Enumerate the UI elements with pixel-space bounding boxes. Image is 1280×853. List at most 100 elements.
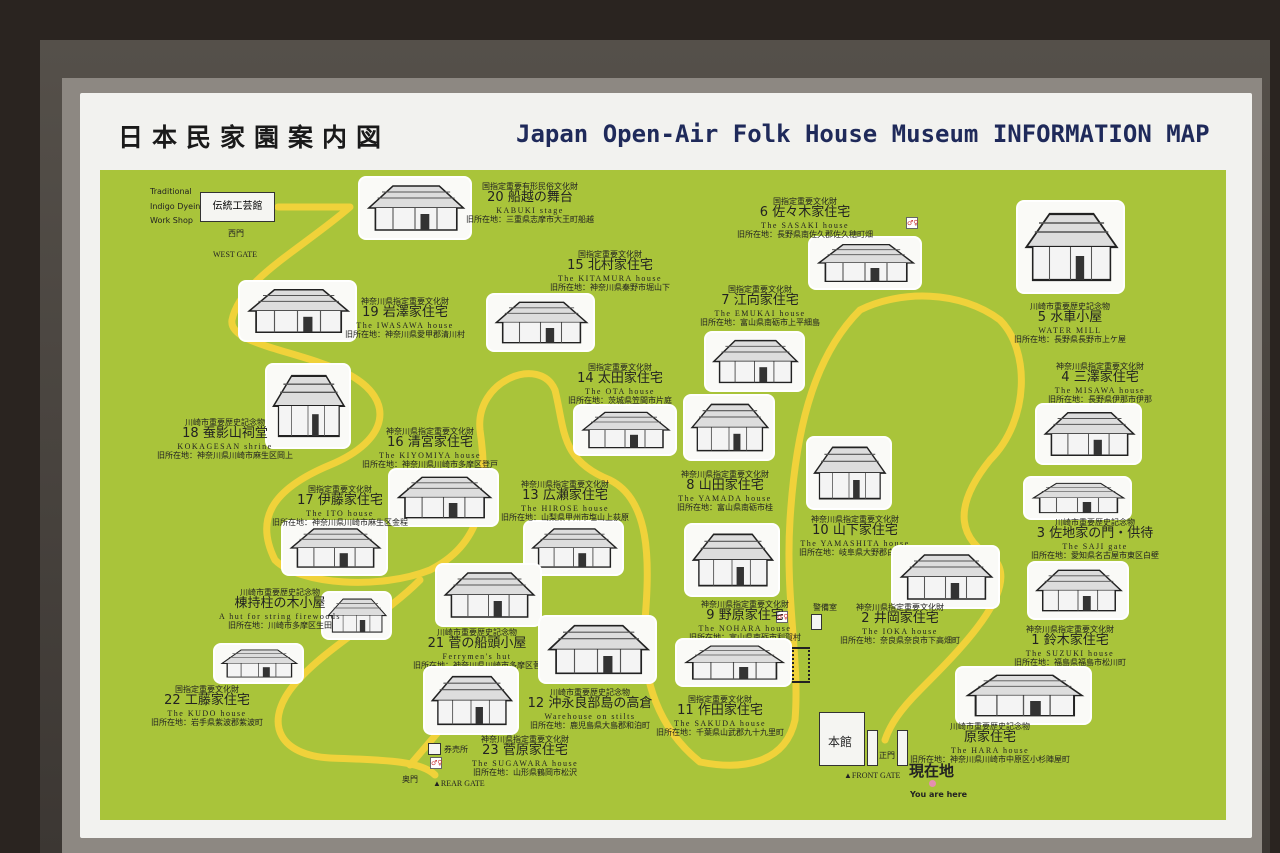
- location-english: The SAKUDA house: [674, 719, 766, 729]
- location-english: The SASAKI house: [761, 221, 849, 231]
- location-origin: 旧所在地：三重県志摩市大王町船越: [466, 215, 594, 225]
- location-designation: 神奈川県指定重要文化財: [386, 427, 474, 436]
- front-gate-en[interactable]: ▲FRONT GATE: [844, 771, 901, 780]
- location-english: The NOHARA house: [698, 624, 792, 634]
- location-english: The SUGAWARA house: [471, 759, 579, 769]
- location-english: The SAJI gate: [1062, 542, 1128, 552]
- location-english: The HARA house: [950, 746, 1030, 756]
- building-illustration-1[interactable]: [1029, 563, 1127, 618]
- building-illustration-23[interactable]: [425, 668, 517, 733]
- location-name: 7 江向家住宅: [721, 293, 799, 309]
- west-gate-en[interactable]: WEST GATE: [213, 250, 258, 259]
- building-illustration-5[interactable]: [1018, 202, 1123, 292]
- title-japanese: 日本民家園案内図: [118, 123, 391, 152]
- location-designation: 国指定重要文化財: [773, 197, 837, 206]
- location-name: 6 佐々木家住宅: [759, 205, 851, 221]
- location-designation: 神奈川県指定重要文化財: [521, 480, 609, 489]
- main-hall-building[interactable]: [819, 712, 865, 766]
- you-are-here-en: You are here: [910, 790, 968, 799]
- location-origin: 旧所在地：岐阜県大野郡白川村: [799, 548, 911, 558]
- building-illustration-12[interactable]: [540, 617, 655, 682]
- building-illustration-9[interactable]: [686, 525, 778, 595]
- location-origin: 旧所在地：鹿児島県大島郡和泊町: [530, 721, 650, 731]
- building-illustration-11[interactable]: [677, 640, 790, 685]
- location-english: The HIROSE house: [521, 504, 609, 514]
- building-illustration-22[interactable]: [215, 645, 302, 682]
- building-illustration-3[interactable]: [1025, 478, 1130, 518]
- location-origin: 旧所在地：川崎市多摩区生田: [227, 621, 332, 631]
- location-name: 15 北村家住宅: [567, 258, 653, 274]
- location-origin: 旧所在地：茨城県笠間市片庭: [568, 396, 672, 406]
- location-designation: 川崎市重要歴史記念物: [1055, 518, 1135, 527]
- building-illustration-19[interactable]: [240, 282, 355, 340]
- location-english: Ferrymen's hut: [442, 652, 512, 662]
- building-illustration-20[interactable]: [360, 178, 470, 238]
- building-illustration-17[interactable]: [283, 522, 386, 574]
- location-origin: 旧所在地：神奈川県川崎市多摩区菅: [413, 661, 541, 671]
- location-english: The SUZUKI house: [1025, 649, 1115, 659]
- location-name: 20 船越の舞台: [487, 190, 573, 206]
- location-english: Warehouse on stilts: [544, 712, 636, 722]
- guard-room-label: 警備室: [813, 603, 837, 612]
- location-designation: 神奈川県指定重要文化財: [1056, 362, 1144, 371]
- rear-gate-jp: 奥門: [402, 775, 418, 784]
- location-origin: 旧所在地：富山県南砺市桂: [677, 503, 773, 513]
- building-illustration-15[interactable]: [488, 295, 593, 350]
- building-illustration-hara[interactable]: [957, 668, 1090, 723]
- building-illustration-hut[interactable]: [323, 593, 390, 638]
- location-origin: 旧所在地：岩手県紫波郡紫波町: [151, 718, 263, 728]
- location-name: 10 山下家住宅: [812, 523, 898, 539]
- restroom-icon: ♂♀: [906, 217, 919, 229]
- location-designation: 国指定重要文化財: [688, 695, 752, 704]
- location-name: 8 山田家住宅: [686, 478, 764, 494]
- location-name: 棟持柱の木小屋: [234, 596, 326, 612]
- building-illustration-13[interactable]: [525, 522, 622, 574]
- location-name: 22 工藤家住宅: [164, 693, 250, 709]
- location-name: 12 沖永良部島の高倉: [527, 696, 653, 712]
- location-english: The IOKA house: [862, 627, 938, 637]
- building-illustration-16[interactable]: [390, 470, 497, 525]
- building-illustration-21[interactable]: [437, 565, 540, 625]
- location-origin: 旧所在地：富山県南砺市上平細島: [700, 318, 820, 328]
- building-illustration-8[interactable]: [685, 396, 773, 459]
- location-name: 5 水車小屋: [1037, 310, 1103, 326]
- location-origin: 旧所在地：奈良県奈良市下高畑町: [840, 636, 960, 646]
- location-designation: 川崎市重要歴史記念物: [239, 588, 320, 597]
- building-illustration-6[interactable]: [810, 238, 920, 288]
- location-name: 3 佐地家の門・供待: [1036, 526, 1154, 542]
- rear-gate-en[interactable]: ▲REAR GATE: [433, 779, 485, 788]
- workshop-building[interactable]: 伝統工芸館: [200, 192, 275, 222]
- building-illustration-7[interactable]: [706, 333, 803, 390]
- location-origin: 旧所在地：山形県鶴岡市松沢: [472, 768, 577, 778]
- location-origin: 旧所在地：長野県長野市上ケ屋: [1014, 335, 1126, 345]
- building-illustration-2[interactable]: [893, 547, 998, 607]
- location-designation: 神奈川県指定重要文化財: [480, 735, 569, 744]
- location-origin: 旧所在地：愛知県名古屋市東区白壁: [1031, 551, 1159, 561]
- location-designation: 国指定重要文化財: [175, 685, 239, 694]
- location-designation: 神奈川県指定重要文化財: [856, 603, 944, 612]
- location-origin: 旧所在地：山梨県甲州市塩山上荻原: [501, 513, 629, 523]
- location-designation: 川崎市重要歴史記念物: [185, 418, 265, 427]
- building-illustration-4[interactable]: [1037, 405, 1140, 463]
- location-designation: 神奈川県指定重要文化財: [681, 470, 769, 479]
- location-origin: 旧所在地：富山県南砺市利賀村: [689, 633, 801, 643]
- building-illustration-10[interactable]: [808, 438, 890, 508]
- building-illustration-14[interactable]: [575, 406, 675, 454]
- location-english: KABUKI stage: [496, 206, 564, 216]
- location-designation: 川崎市重要歴史記念物: [1030, 302, 1110, 311]
- building-illustration-18[interactable]: [267, 365, 349, 447]
- location-name: 19 岩澤家住宅: [362, 305, 448, 321]
- location-english: The ITO house: [306, 509, 374, 519]
- location-english: The MISAWA house: [1054, 386, 1146, 396]
